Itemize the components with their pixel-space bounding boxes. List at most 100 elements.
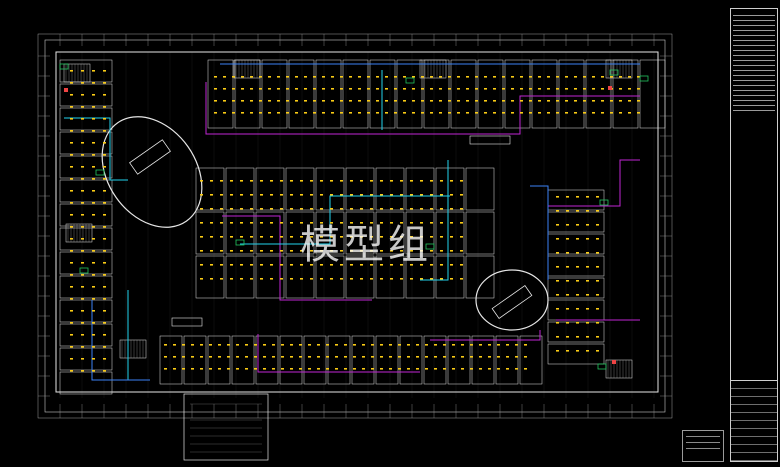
fixture-mark	[596, 196, 599, 198]
shop-room-top	[504, 59, 531, 129]
fixture-mark	[420, 278, 423, 280]
fixture-mark	[103, 154, 106, 156]
fixture-mark	[576, 224, 579, 226]
fixture-mark	[182, 344, 185, 346]
fixture-mark	[394, 76, 397, 78]
shop-room-left	[59, 131, 113, 155]
shop-room-bottom	[423, 335, 447, 385]
fixture-mark	[497, 368, 500, 370]
fixture-mark	[450, 208, 453, 210]
fixture-mark	[209, 356, 212, 358]
fixture-mark	[360, 278, 363, 280]
fixture-mark	[210, 194, 213, 196]
fixture-mark	[430, 194, 433, 196]
fixture-mark	[290, 278, 293, 280]
fixture-mark	[439, 88, 442, 90]
fixture-mark	[434, 356, 437, 358]
fixture-mark	[250, 264, 253, 266]
fixture-mark	[367, 112, 370, 114]
fixture-mark	[440, 250, 443, 252]
fixture-mark	[586, 196, 589, 198]
fixture-mark	[412, 88, 415, 90]
fixture-mark	[103, 238, 106, 240]
fixture-mark	[70, 202, 73, 204]
fixture-mark	[566, 266, 569, 268]
fixture-mark	[286, 112, 289, 114]
fixture-mark	[470, 368, 473, 370]
fixture-mark	[103, 310, 106, 312]
fixture-mark	[240, 208, 243, 210]
fixture-mark	[70, 370, 73, 372]
fixture-mark	[230, 250, 233, 252]
fixture-mark	[556, 252, 559, 254]
fixture-mark	[241, 76, 244, 78]
fixture-mark	[81, 190, 84, 192]
pipe-run	[548, 159, 640, 207]
fixture-mark	[385, 76, 388, 78]
fixture-mark	[576, 350, 579, 352]
stair-frame	[65, 223, 93, 243]
fixture-mark	[596, 350, 599, 352]
fixture-mark	[400, 180, 403, 182]
fixture-mark	[400, 194, 403, 196]
shop-room-top	[396, 59, 423, 129]
fixture-mark	[220, 180, 223, 182]
fixture-mark	[290, 356, 293, 358]
fixture-mark	[92, 214, 95, 216]
fixture-mark	[270, 250, 273, 252]
fixture-mark	[390, 180, 393, 182]
fixture-mark	[385, 112, 388, 114]
fixture-mark	[370, 264, 373, 266]
fixture-mark	[92, 190, 95, 192]
fixture-mark	[286, 88, 289, 90]
fixture-mark	[250, 208, 253, 210]
fixture-mark	[576, 238, 579, 240]
fixture-mark	[220, 250, 223, 252]
shop-room-bottom	[255, 335, 279, 385]
shop-room-left	[59, 155, 113, 179]
fixture-mark	[430, 278, 433, 280]
fixture-mark	[250, 250, 253, 252]
fixture-mark	[92, 178, 95, 180]
fixture-mark	[439, 112, 442, 114]
shop-room-top	[423, 59, 450, 129]
fixture-mark	[335, 368, 338, 370]
pipe-run	[91, 300, 150, 381]
fixture-mark	[81, 106, 84, 108]
fixture-mark	[628, 76, 631, 78]
fixture-mark	[380, 208, 383, 210]
alarm-mark	[64, 88, 68, 92]
fixture-mark	[362, 368, 365, 370]
fixture-mark	[566, 294, 569, 296]
fixture-mark	[538, 112, 541, 114]
fixture-mark	[380, 368, 383, 370]
fixture-mark	[400, 264, 403, 266]
fixture-mark	[200, 194, 203, 196]
shop-room-center	[315, 255, 345, 299]
fixture-mark	[349, 112, 352, 114]
fixture-mark	[300, 208, 303, 210]
fixture-mark	[583, 88, 586, 90]
fixture-mark	[230, 264, 233, 266]
fixture-mark	[443, 344, 446, 346]
fixture-mark	[529, 76, 532, 78]
fixture-mark	[586, 336, 589, 338]
fixture-mark	[493, 88, 496, 90]
fixture-mark	[376, 100, 379, 102]
fixture-mark	[410, 194, 413, 196]
fixture-mark	[81, 322, 84, 324]
fixture-mark	[330, 222, 333, 224]
shop-room-bottom	[159, 335, 183, 385]
shop-room-center	[225, 167, 255, 211]
fixture-mark	[440, 264, 443, 266]
fixture-mark	[70, 190, 73, 192]
fixture-mark	[443, 368, 446, 370]
fixture-mark	[367, 100, 370, 102]
shop-room-bottom	[471, 335, 495, 385]
fixture-mark	[398, 368, 401, 370]
fixture-mark	[103, 142, 106, 144]
fixture-mark	[370, 278, 373, 280]
fixture-mark	[245, 356, 248, 358]
fixture-mark	[240, 236, 243, 238]
